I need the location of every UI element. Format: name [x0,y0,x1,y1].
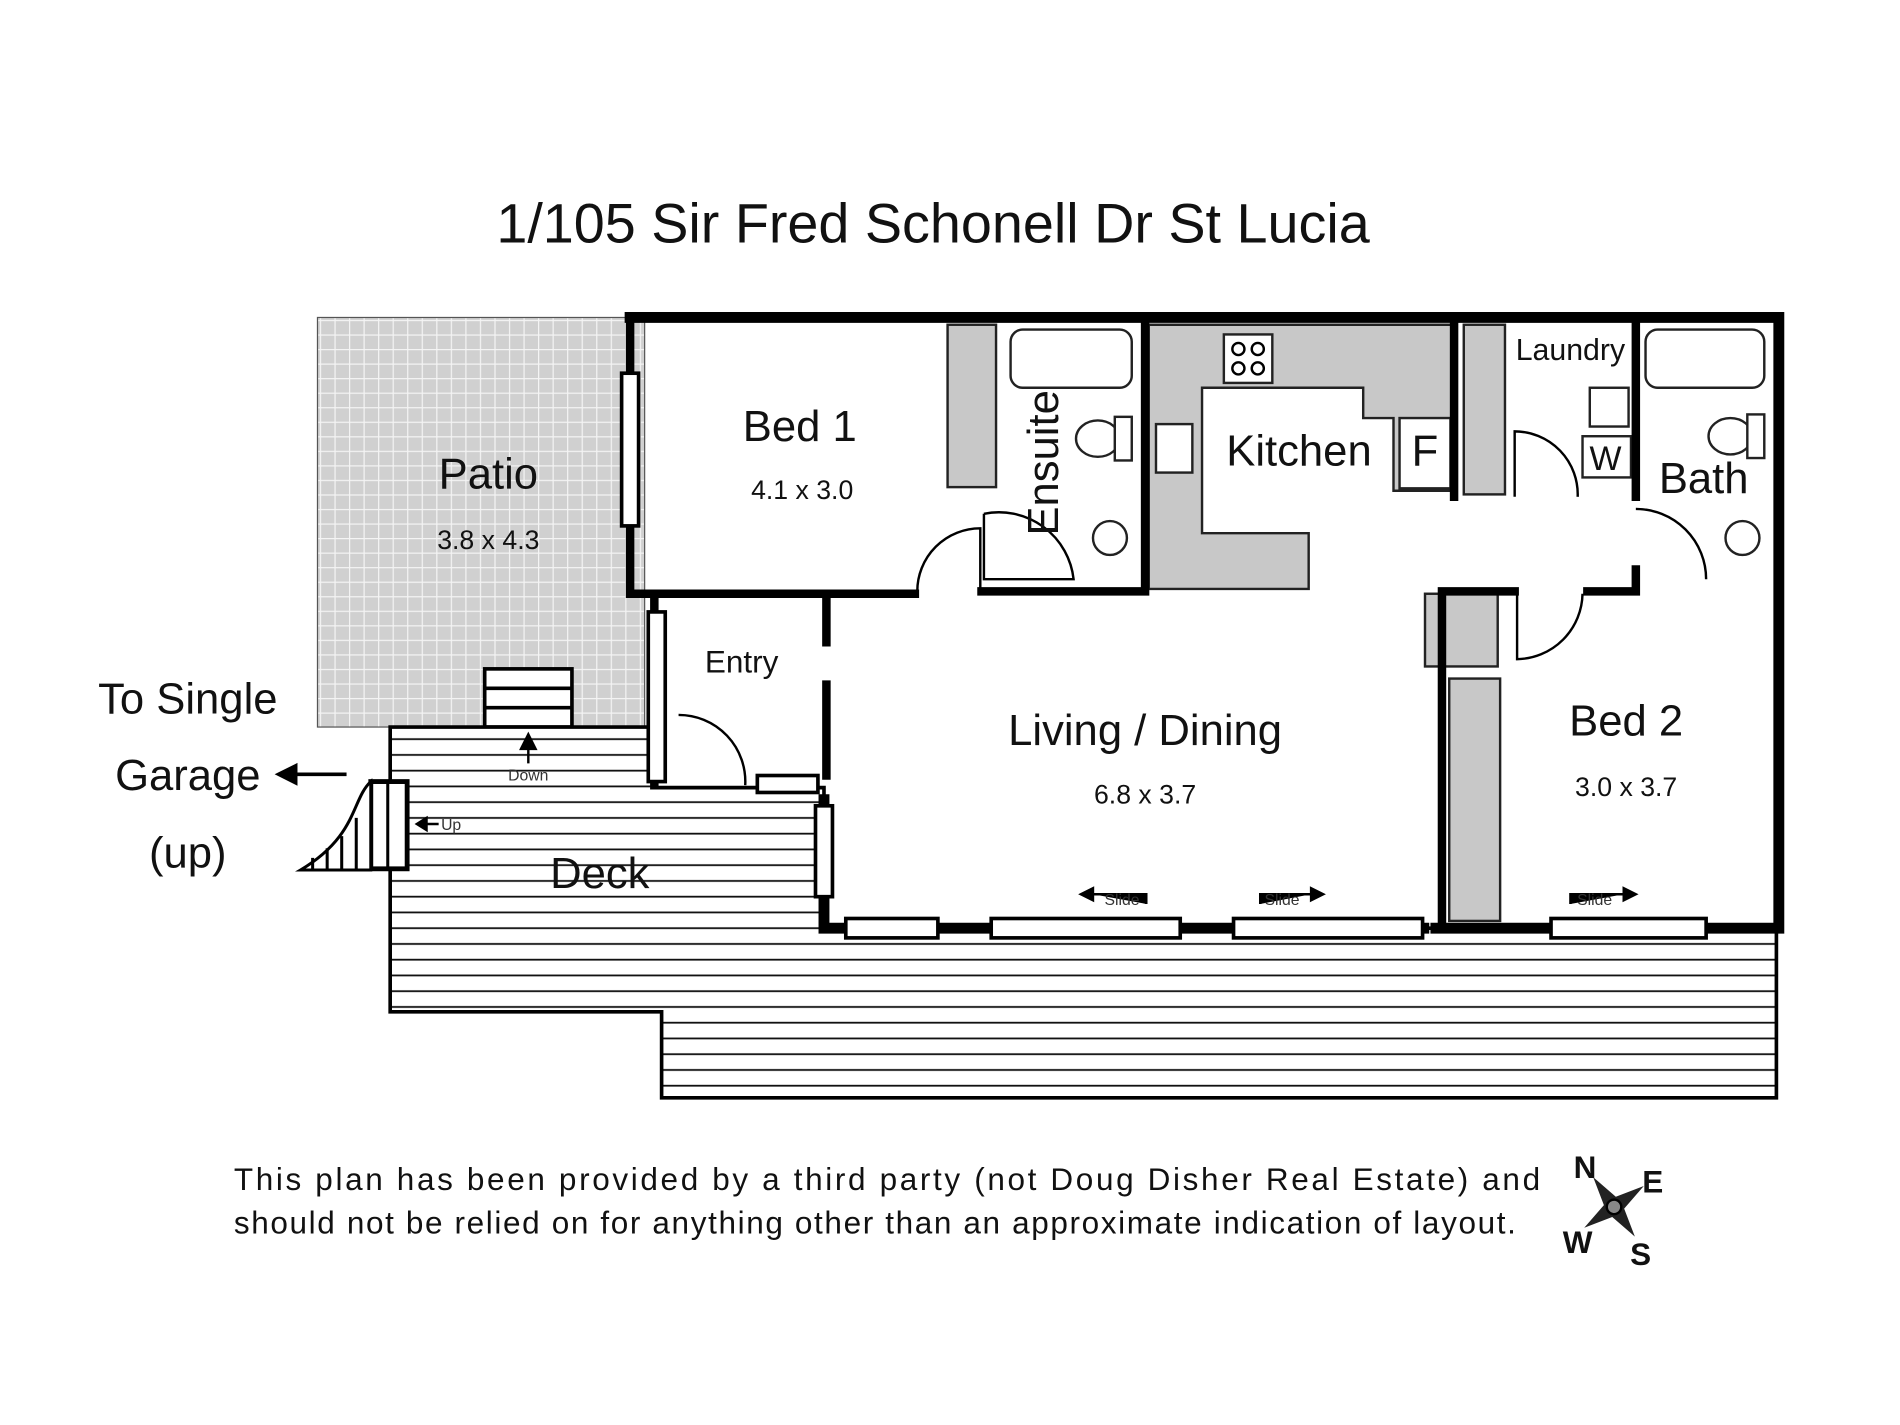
slide-indicator-2: Slide [1258,886,1326,909]
compass-icon: N E S W [1563,1149,1664,1272]
bed2-dimensions: 3.0 x 3.7 [1575,772,1677,802]
up-label: Up [441,817,461,834]
living-dining-label: Living / Dining [1008,707,1282,755]
laundry-label: Laundry [1516,334,1626,367]
laundry-tub-icon [1588,386,1630,428]
bed1-label: Bed 1 [743,403,857,451]
down-label: Down [508,767,548,784]
doors [678,430,1708,786]
fridge-space [1398,416,1452,490]
washer-space [1581,435,1633,479]
deck-label: Deck [550,850,650,898]
bed2-wardrobe [1448,677,1502,923]
patio-dimensions: 3.8 x 4.3 [437,525,539,555]
slide-label: Slide [1264,892,1299,909]
fridge-label: F [1412,427,1439,475]
hall-cupboard [1423,592,1499,668]
bath-toilet-icon [1707,413,1766,460]
garage-note-line-2: Garage [115,752,260,800]
patio-steps [482,667,574,729]
disclaimer-line-2: should not be relied on for anything oth… [234,1205,1516,1241]
down-arrow-icon [519,731,538,764]
ensuite-bath-icon [1009,328,1133,389]
bed1-wardrobe [946,323,998,489]
entry-label: Entry [705,644,779,680]
plan-title: 1/105 Sir Fred Schonell Dr St Lucia [496,192,1369,254]
compass-south: S [1630,1236,1651,1272]
slide-indicator-1: Slide [1078,886,1148,909]
bed1-dimensions: 4.1 x 3.0 [751,475,853,505]
kitchen-sink-icon [1154,422,1194,474]
ensuite-label: Ensuite [1020,390,1068,535]
bath-basin-icon [1724,519,1761,557]
slide-label: Slide [1105,892,1140,909]
compass-north: N [1574,1149,1597,1185]
compass-west: W [1563,1224,1593,1260]
up-arrow-icon [414,815,439,833]
slide-label: Slide [1577,892,1612,909]
laundry-cupboard [1462,323,1507,496]
garage-note-line-3: (up) [149,830,227,878]
ensuite-basin-icon [1091,519,1129,557]
bath-label: Bath [1659,455,1749,503]
windows [619,371,1708,940]
ensuite-toilet-icon [1074,415,1133,462]
slide-indicator-3: Slide [1569,886,1639,909]
bath-bathtub-icon [1644,328,1766,389]
kitchen-label: Kitchen [1226,427,1371,475]
deck-area [388,725,1779,1100]
bed2-label: Bed 2 [1569,698,1683,746]
patio-area [316,316,646,728]
compass-east: E [1642,1163,1663,1199]
garage-arrow-icon [274,762,347,786]
disclaimer-line-1: This plan has been provided by a third p… [234,1161,1540,1197]
cooktop-icon [1222,333,1274,385]
living-dining-dimensions: 6.8 x 3.7 [1094,779,1196,809]
garage-note-line-1: To Single [98,676,277,724]
garage-stairs [295,778,410,872]
washer-label: W [1590,440,1622,478]
patio-label: Patio [439,450,538,498]
